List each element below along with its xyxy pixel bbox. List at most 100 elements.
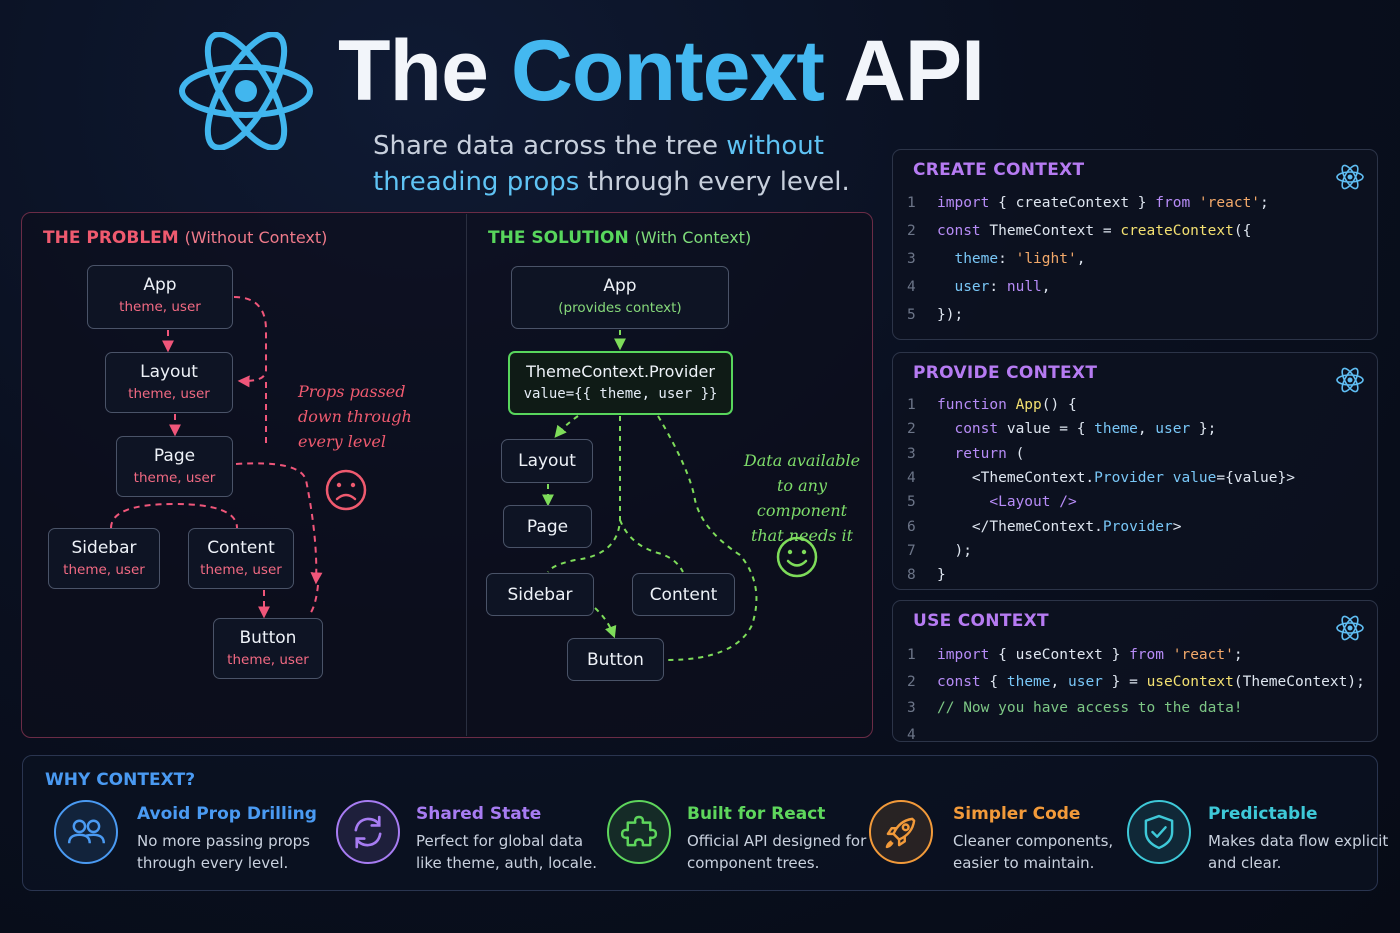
code-line: 4 <ThemeContext.Provider value={value}> bbox=[907, 470, 1295, 486]
code-token: useContext bbox=[1146, 673, 1234, 690]
code-line: 3 return ( bbox=[907, 446, 1024, 462]
code-token: { bbox=[980, 673, 1007, 690]
problem-node-content: Content theme, user bbox=[188, 528, 294, 589]
line-number: 3 bbox=[907, 700, 916, 716]
code-token: theme bbox=[1006, 673, 1051, 690]
code-token: ( bbox=[1006, 445, 1025, 462]
code-token: user bbox=[1155, 421, 1191, 438]
why-item-heading: Built for React bbox=[687, 804, 826, 824]
code-line: 8} bbox=[907, 567, 946, 583]
code-token: value bbox=[1172, 469, 1217, 486]
problem-node-app: App theme, user bbox=[87, 265, 233, 329]
code-token bbox=[937, 251, 954, 267]
solution-node-app: App (provides context) bbox=[511, 266, 729, 329]
problem-label: THE PROBLEM (Without Context) bbox=[43, 228, 328, 248]
code-token: from bbox=[1129, 647, 1164, 663]
react-icon bbox=[1335, 613, 1365, 643]
code-line: 6 </ThemeContext.Provider> bbox=[907, 519, 1181, 535]
problem-node-page: Page theme, user bbox=[116, 436, 233, 497]
problem-node-sidebar: Sidebar theme, user bbox=[48, 528, 160, 589]
solution-node-button: Button bbox=[567, 638, 664, 681]
code-token: theme bbox=[1094, 421, 1138, 438]
code-token: , bbox=[1076, 251, 1086, 267]
code-token: return bbox=[954, 445, 1007, 462]
code-token: ThemeContext = bbox=[980, 223, 1121, 239]
code-line: 7 ); bbox=[907, 543, 972, 559]
code-token: ({ bbox=[1233, 223, 1252, 239]
solution-node-provider: ThemeContext.Provider value={{ theme, us… bbox=[508, 351, 733, 415]
line-number: 3 bbox=[907, 251, 916, 267]
why-context-title: WHY CONTEXT? bbox=[45, 770, 196, 790]
code-token: , bbox=[1050, 673, 1068, 690]
problem-node-button: Button theme, user bbox=[213, 618, 323, 679]
code-token bbox=[1190, 195, 1199, 211]
line-number: 3 bbox=[907, 445, 916, 462]
code-token bbox=[937, 446, 954, 462]
line-number: 8 bbox=[907, 567, 916, 584]
line-number: 7 bbox=[907, 542, 916, 559]
code-token: 'react' bbox=[1198, 195, 1261, 211]
shield-check-icon bbox=[1127, 800, 1191, 864]
line-number: 4 bbox=[907, 279, 916, 295]
code-token: const bbox=[937, 223, 981, 239]
code-token bbox=[1164, 647, 1173, 663]
code-token: ; bbox=[1233, 647, 1243, 663]
react-icon bbox=[1335, 365, 1365, 395]
code-token: theme bbox=[954, 251, 999, 267]
code-token: } = bbox=[1102, 673, 1147, 690]
code-line: 3// Now you have access to the data! bbox=[907, 700, 1243, 716]
puzzle-icon bbox=[607, 800, 671, 864]
code-token: from bbox=[1155, 195, 1191, 211]
code-token: import bbox=[937, 195, 990, 211]
solution-node-content: Content bbox=[632, 573, 735, 616]
code-token: Provider bbox=[1094, 469, 1164, 486]
code-line: 4 bbox=[907, 727, 937, 743]
card-title: USE CONTEXT bbox=[913, 611, 1049, 631]
sad-face-icon bbox=[325, 469, 367, 511]
solution-node-page: Page bbox=[503, 505, 592, 548]
code-token: () { bbox=[1041, 397, 1077, 413]
why-item-heading: Shared State bbox=[416, 804, 542, 824]
code-token: null bbox=[1006, 279, 1042, 295]
code-token: ; bbox=[1260, 195, 1269, 211]
why-item-description: Official API designed for component tree… bbox=[687, 832, 867, 872]
line-number: 6 bbox=[907, 518, 916, 535]
line-number: 5 bbox=[907, 307, 916, 323]
code-line: 2 const value = { theme, user }; bbox=[907, 421, 1216, 437]
code-token: const bbox=[937, 673, 981, 690]
code-line: 5 <Layout /> bbox=[907, 494, 1077, 510]
why-item-heading: Predictable bbox=[1208, 804, 1318, 824]
panel-divider bbox=[466, 214, 467, 736]
sync-icon bbox=[336, 800, 400, 864]
why-item-description: Cleaner components, easier to maintain. bbox=[953, 832, 1114, 872]
users-icon bbox=[54, 800, 118, 864]
line-number: 2 bbox=[907, 223, 916, 239]
code-token: Provider bbox=[1102, 518, 1173, 535]
line-number: 2 bbox=[907, 421, 916, 438]
code-token: App bbox=[1015, 397, 1042, 413]
code-token: function bbox=[937, 397, 1007, 413]
why-item-description: No more passing props through every leve… bbox=[137, 832, 310, 872]
happy-face-icon bbox=[776, 536, 818, 578]
code-token: { useContext } bbox=[989, 647, 1130, 663]
code-token: }; bbox=[1190, 421, 1217, 438]
code-token: <Layout /> bbox=[989, 494, 1077, 511]
code-line: 3 theme: 'light', bbox=[907, 251, 1085, 267]
card-title: CREATE CONTEXT bbox=[913, 160, 1085, 180]
solution-node-sidebar: Sidebar bbox=[486, 573, 594, 616]
code-token: ={value}> bbox=[1216, 469, 1295, 486]
react-logo-icon bbox=[179, 32, 313, 150]
code-token: <ThemeContext. bbox=[937, 469, 1095, 486]
code-token bbox=[937, 421, 954, 437]
why-item-heading: Avoid Prop Drilling bbox=[137, 804, 317, 824]
card-title: PROVIDE CONTEXT bbox=[913, 363, 1098, 383]
code-token: > bbox=[1172, 518, 1182, 535]
page-title: The Context API bbox=[338, 23, 985, 119]
code-token: 'react' bbox=[1172, 647, 1234, 663]
